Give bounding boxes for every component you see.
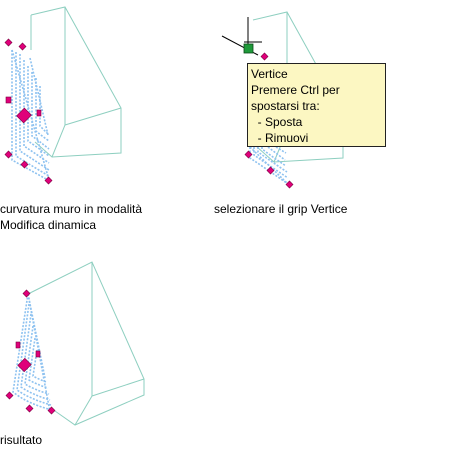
tooltip-option-sposta: - Sposta xyxy=(251,115,303,129)
grip-icon xyxy=(5,96,12,104)
grip-icon xyxy=(44,176,53,185)
grip-icon xyxy=(260,52,269,61)
caption-line: curvatura muro in modalità xyxy=(0,202,143,216)
grip-icon xyxy=(22,289,31,298)
grip-icon xyxy=(4,150,13,159)
panel-1-grips[interactable] xyxy=(4,38,53,185)
grip-icon xyxy=(15,341,21,349)
green-selected-grip-icon[interactable] xyxy=(243,43,254,54)
panel-3-wall xyxy=(12,293,53,413)
tooltip-line: spostarsi tra: xyxy=(251,99,320,113)
tooltip-title: Vertice xyxy=(251,67,288,81)
tooltip-option-rimuovi: - Rimuovi xyxy=(251,131,309,145)
grip-icon xyxy=(266,166,275,175)
panel-1-wireframe-box xyxy=(30,6,122,158)
panel-2-caption: selezionare il grip Vertice xyxy=(214,201,347,217)
panel-2-grips[interactable] xyxy=(244,52,294,189)
grip-icon xyxy=(35,350,41,358)
panel-1-caption: curvatura muro in modalità Modifica dina… xyxy=(0,201,142,233)
grip-icon xyxy=(244,150,253,159)
grip-icon xyxy=(25,404,34,413)
panel-3-grips[interactable] xyxy=(5,289,56,415)
panel-3-wireframe-box xyxy=(27,261,145,426)
caption-line: Modifica dinamica xyxy=(0,218,97,232)
panel-2-wall xyxy=(249,146,289,185)
caption-line: risultato xyxy=(0,433,43,447)
grip-icon xyxy=(18,42,27,51)
vertex-tooltip: Vertice Premere Ctrl per spostarsi tra: … xyxy=(247,63,386,147)
caption-line: selezionare il grip Vertice xyxy=(214,202,348,216)
panel-3-caption: risultato xyxy=(0,432,42,448)
tooltip-line: Premere Ctrl per xyxy=(251,83,340,97)
grip-icon xyxy=(16,107,32,124)
grip-icon xyxy=(47,406,56,415)
grip-icon xyxy=(17,357,32,373)
grip-icon xyxy=(36,109,42,117)
grip-icon xyxy=(285,180,294,189)
grip-icon xyxy=(4,38,13,47)
grip-icon xyxy=(5,391,14,400)
grip-icon xyxy=(20,160,29,169)
